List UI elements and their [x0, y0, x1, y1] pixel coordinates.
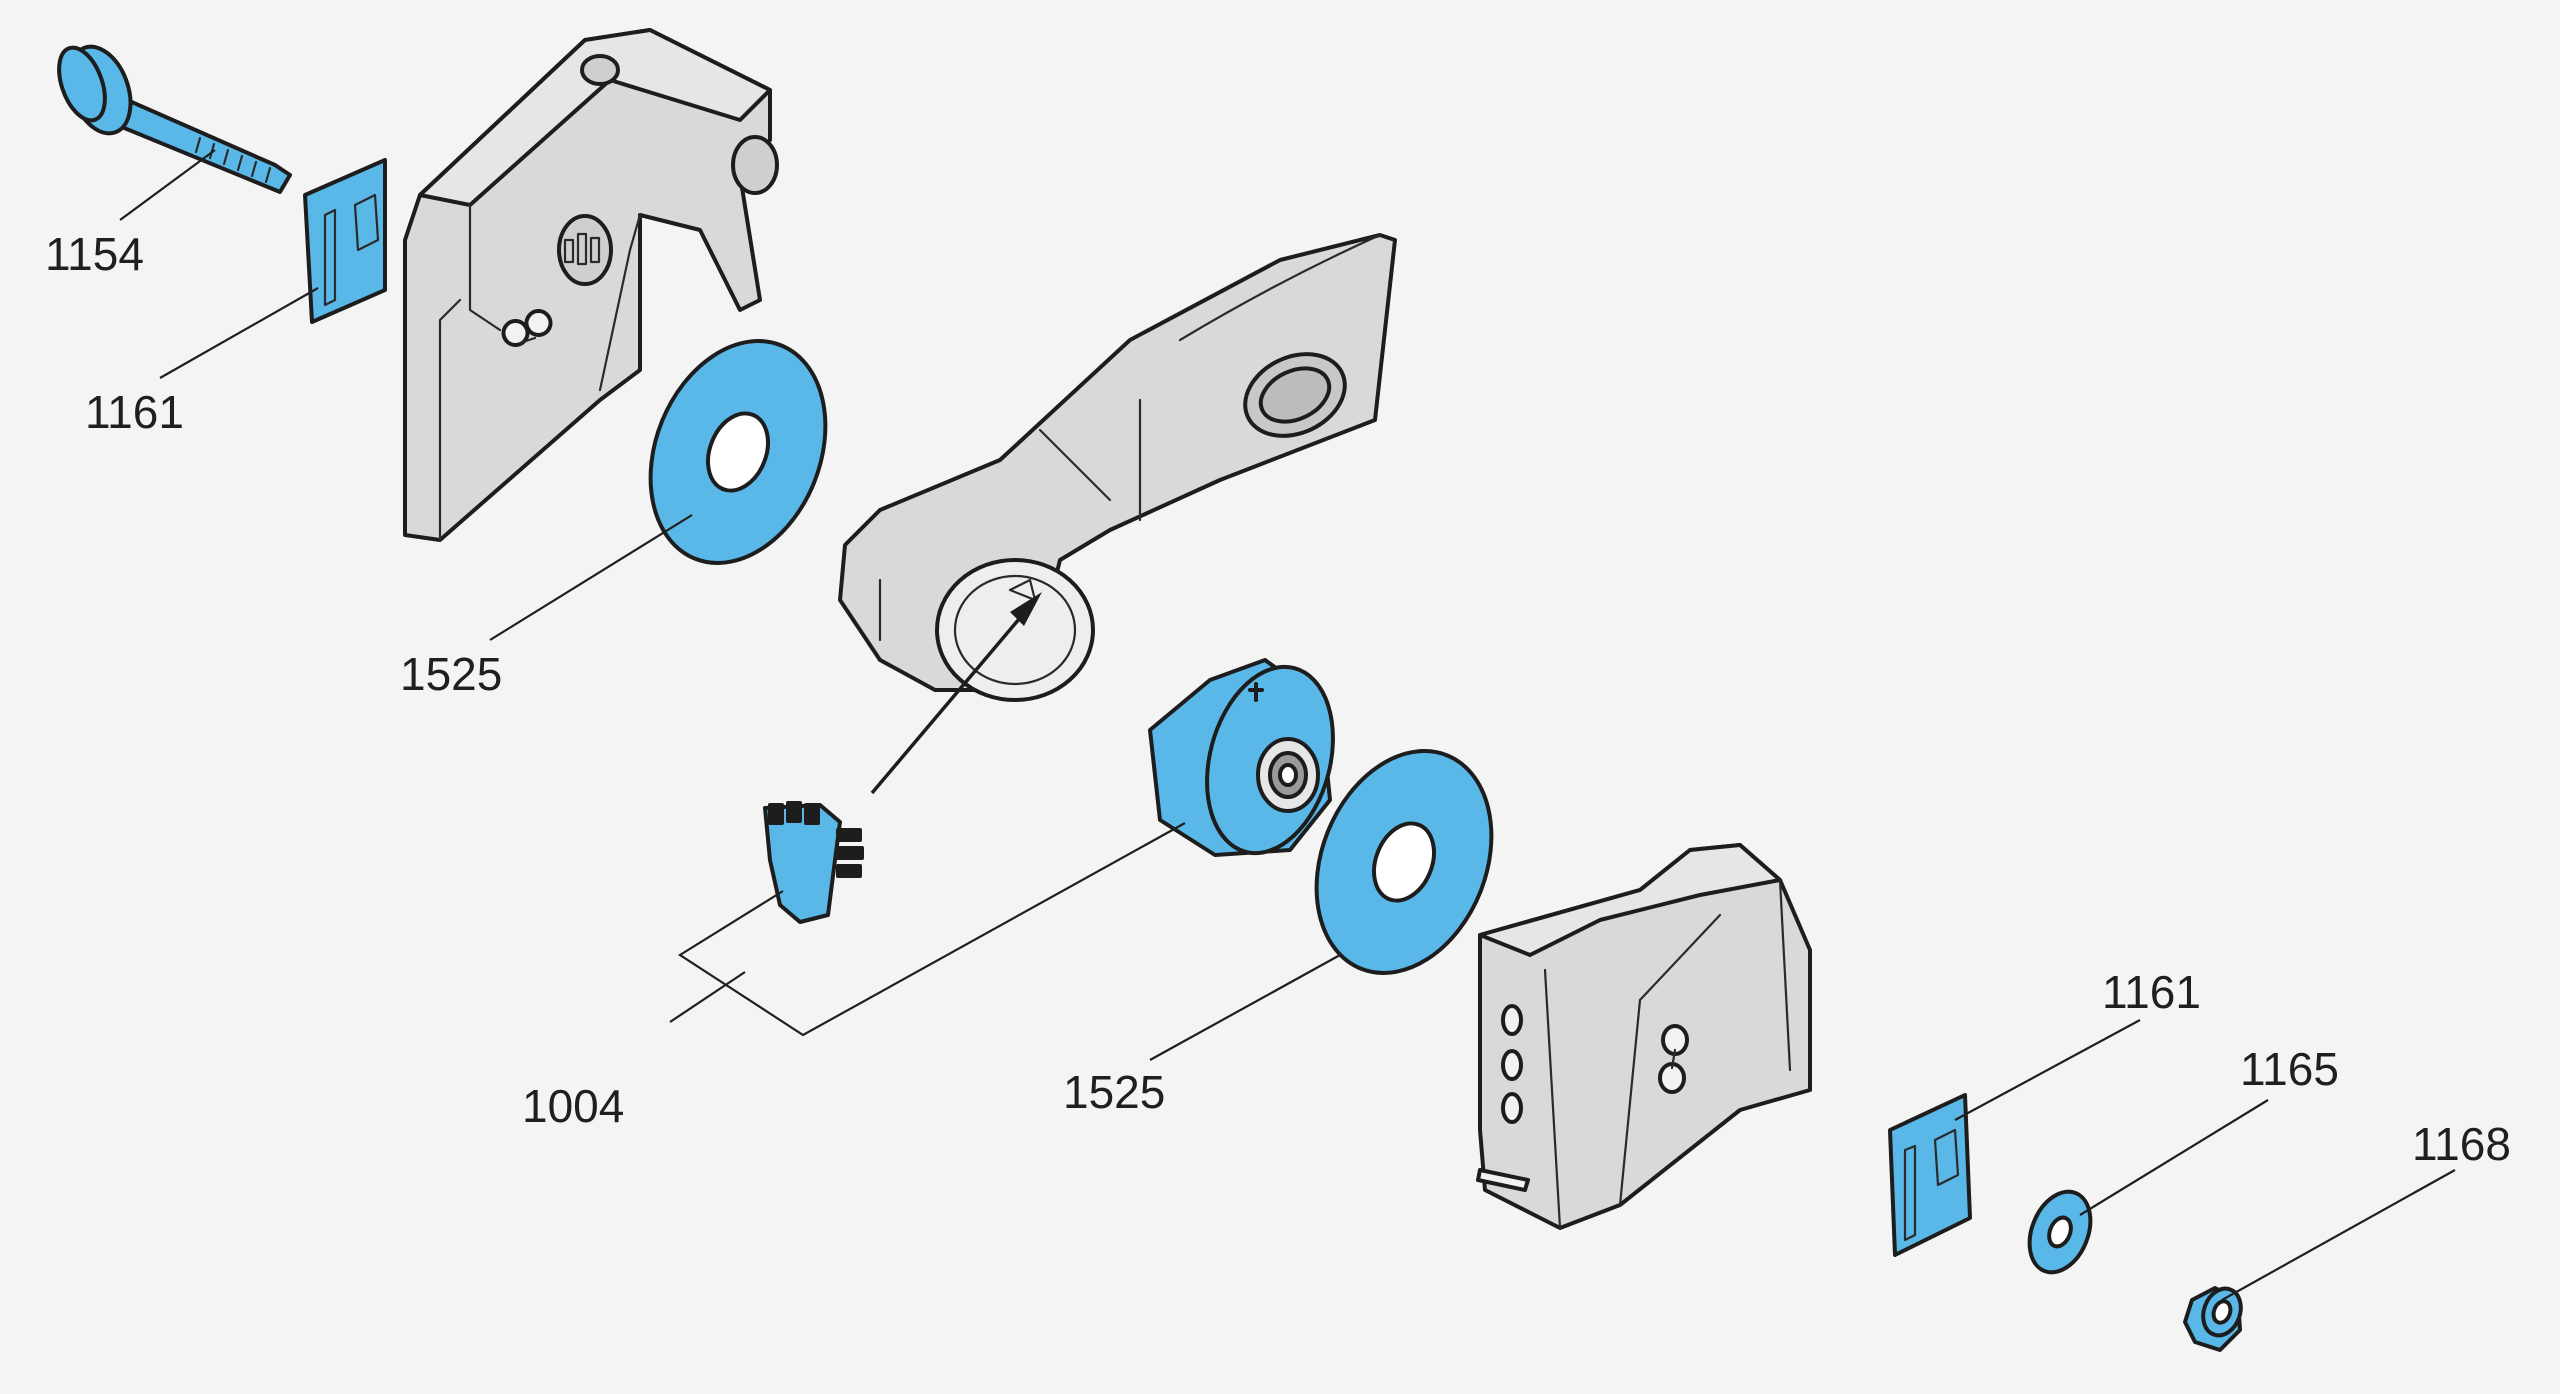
callout-1168: 1168 [2412, 1118, 2511, 1170]
bracket-right [1476, 843, 1812, 1230]
plate-1161-left [303, 158, 387, 324]
nut-1168 [2183, 1286, 2243, 1352]
assembly-arrow [870, 592, 1042, 795]
callout-1525-right: 1525 [1063, 1066, 1165, 1118]
callout-1525-left: 1525 [400, 648, 502, 700]
callout-1004: 1004 [522, 1080, 624, 1132]
bolt-1154 [57, 44, 292, 194]
callout-1154: 1154 [45, 228, 144, 280]
washer-1165 [2027, 1189, 2093, 1275]
bushing-1004-core [1148, 658, 1335, 857]
washer-1525-right [1314, 749, 1494, 975]
swing-arm [838, 233, 1397, 702]
bracket-left [403, 28, 779, 542]
plate-1161-right [1888, 1093, 1972, 1257]
callout-1161-left: 1161 [85, 386, 184, 438]
callout-1165: 1165 [2240, 1043, 2339, 1095]
bushing-1004-insert [763, 801, 864, 924]
washer-1525-left [648, 339, 828, 565]
callout-1161-right: 1161 [2102, 966, 2201, 1018]
leader-lines [119, 149, 2456, 1301]
